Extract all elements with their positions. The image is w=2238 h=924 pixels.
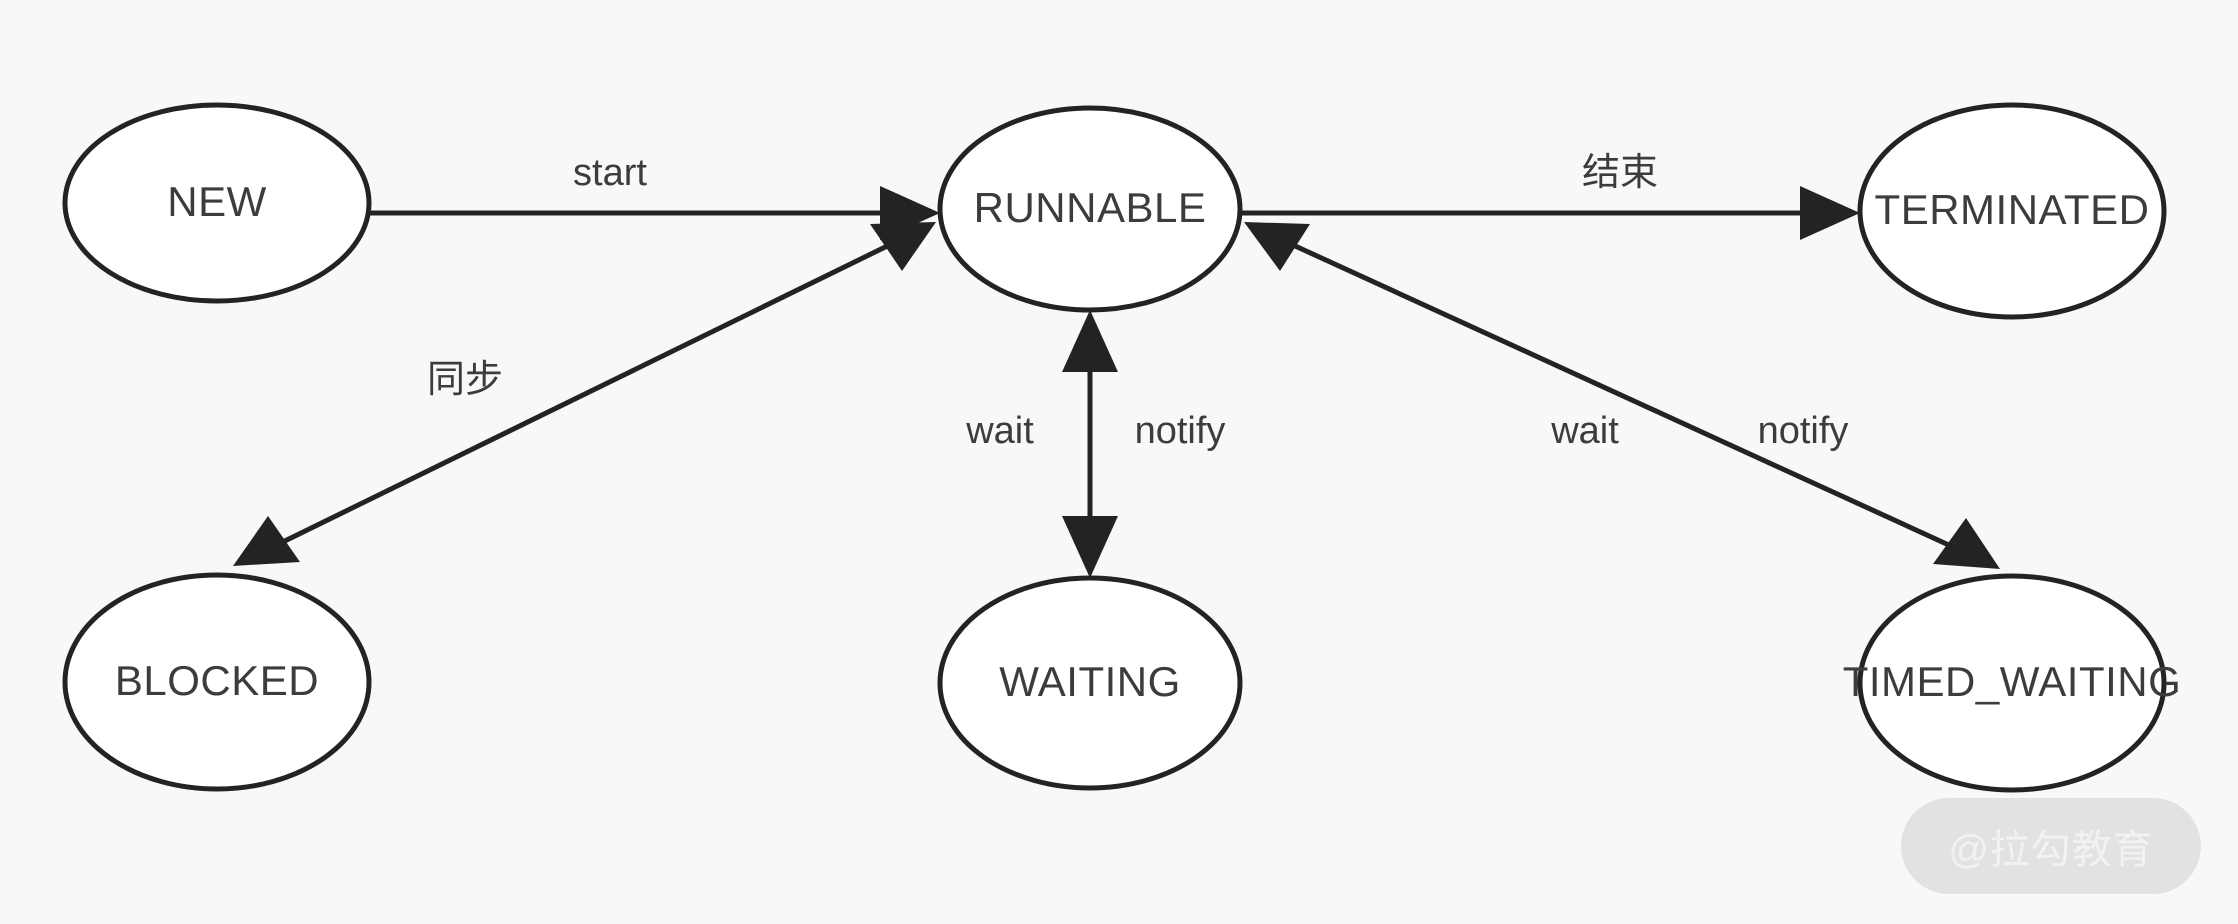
edge-label-wait-left: wait [965, 410, 1034, 452]
arrowhead-into-blocked [233, 516, 300, 566]
arrowhead-into-runnable-from-blocked [870, 222, 936, 271]
arrowhead-into-terminated [1800, 186, 1860, 240]
edge-label-sync: 同步 [427, 359, 503, 401]
edge-label-wait-right: wait [1550, 410, 1619, 452]
arrowhead-into-waiting [1062, 516, 1118, 578]
node-shape-timed-waiting[interactable] [1857, 573, 2167, 793]
node-timed-waiting[interactable]: TIMED_WAITING [1843, 573, 2182, 793]
arrowhead-into-timed-waiting [1933, 518, 2000, 569]
node-blocked[interactable]: BLOCKED [62, 572, 372, 792]
edge-line-runnable-timed-waiting [1256, 226, 1988, 565]
node-label-blocked: BLOCKED [115, 657, 319, 704]
node-waiting[interactable]: WAITING [937, 575, 1243, 791]
node-shape-new[interactable] [62, 102, 372, 304]
node-shape-blocked[interactable] [62, 572, 372, 792]
edge-label-end: 结束 [1582, 152, 1658, 194]
edge-new-to-runnable [369, 186, 940, 240]
node-label-timed-waiting: TIMED_WAITING [1843, 658, 2182, 705]
watermark-badge: @拉勾教育 [1901, 798, 2201, 894]
arrowhead-into-runnable-from-timed-waiting [1244, 222, 1310, 271]
edge-label-notify-right: notify [1758, 410, 1849, 452]
node-label-waiting: WAITING [999, 658, 1181, 705]
edge-label-start: start [573, 152, 647, 194]
edge-line-runnable-blocked [246, 226, 924, 562]
node-shape-waiting[interactable] [937, 575, 1243, 791]
node-label-runnable: RUNNABLE [974, 184, 1207, 231]
edge-label-notify-left: notify [1135, 410, 1226, 452]
node-label-terminated: TERMINATED [1875, 186, 2150, 233]
node-new[interactable]: NEW [62, 102, 372, 304]
edge-runnable-blocked-sync [233, 222, 936, 566]
arrowhead-into-runnable-from-waiting [1062, 310, 1118, 372]
node-shape-runnable[interactable] [937, 105, 1243, 313]
node-runnable[interactable]: RUNNABLE [937, 105, 1243, 313]
watermark-text: @拉勾教育 [1948, 828, 2154, 872]
edge-runnable-to-terminated [1240, 186, 1860, 240]
node-shape-terminated[interactable] [1857, 102, 2167, 320]
edge-runnable-waiting [1062, 310, 1118, 578]
node-terminated[interactable]: TERMINATED [1857, 102, 2167, 320]
edge-runnable-timed-waiting [1244, 222, 2000, 569]
node-label-new: NEW [167, 178, 267, 225]
